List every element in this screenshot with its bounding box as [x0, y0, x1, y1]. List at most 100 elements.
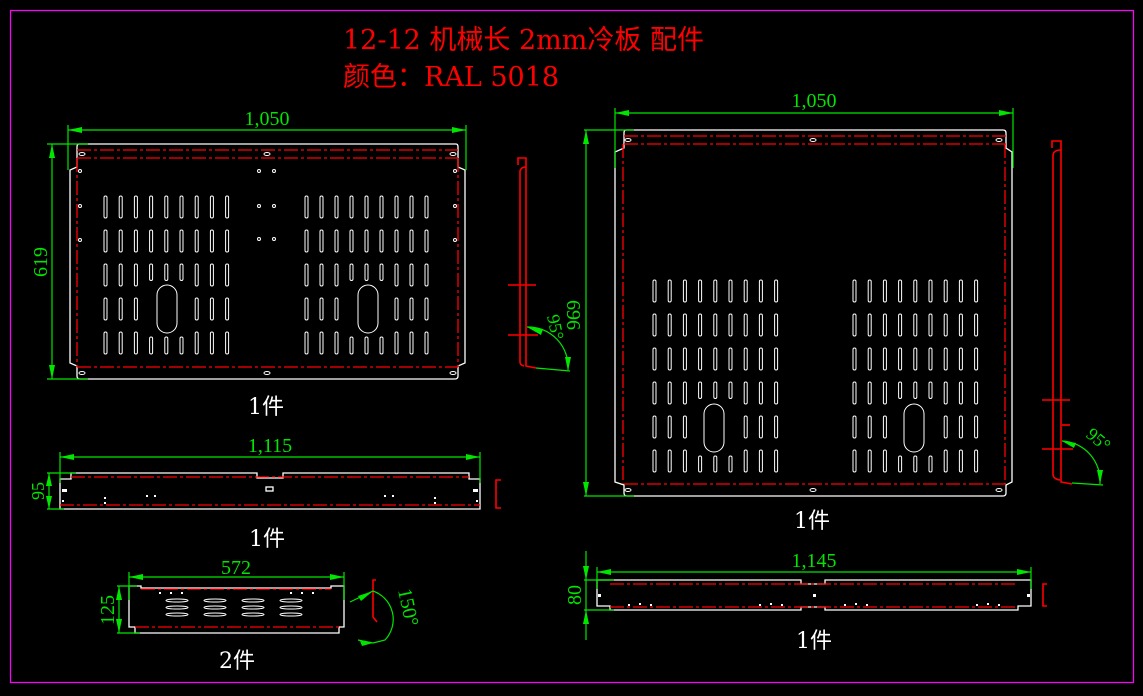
- angle-arc: [349, 590, 394, 644]
- bracket-572-outline: [128, 585, 345, 634]
- vent-slot: [279, 598, 303, 603]
- mount-hole: [78, 204, 82, 208]
- dimension-arrow: [358, 591, 373, 601]
- vent-slot: [974, 279, 979, 303]
- vent-slot: [194, 229, 199, 253]
- dimension-arrow: [583, 130, 589, 144]
- mount-hole: [453, 238, 457, 242]
- vent-slot: [743, 279, 748, 303]
- vent-slot: [667, 313, 672, 337]
- vent-slot: [394, 229, 399, 253]
- vent-slot: [652, 381, 657, 405]
- dimension-arrow: [597, 569, 611, 575]
- vent-slot: [133, 229, 138, 253]
- vent-slot: [958, 381, 963, 405]
- vent-slot: [728, 347, 733, 371]
- vent-slot: [424, 297, 429, 321]
- vent-slot: [809, 488, 817, 492]
- dimension-arrow: [330, 574, 344, 580]
- vent-slot: [103, 263, 108, 287]
- cable-hole: [903, 403, 925, 453]
- vent-slot: [279, 605, 303, 610]
- vent-slot: [682, 449, 687, 473]
- vent-slot: [133, 263, 138, 287]
- vent-slot: [898, 455, 903, 473]
- vent-slot: [241, 598, 265, 603]
- plate-large-outline: [614, 129, 1013, 497]
- dimension-arrow: [49, 365, 55, 379]
- mount-hole: [257, 169, 261, 173]
- vent-slot: [194, 331, 199, 355]
- vent-slot: [852, 381, 857, 405]
- part-strip-1115: 1,115 95 1件: [28, 435, 501, 552]
- vent-slot: [194, 297, 199, 321]
- vent-slot: [409, 229, 414, 253]
- vent-slot: [149, 263, 154, 281]
- dimension-arrow: [583, 610, 589, 624]
- vent-slot: [203, 598, 227, 603]
- vent-slot: [319, 263, 324, 287]
- vent-slot: [179, 229, 184, 253]
- dimension-arrow: [1097, 470, 1103, 484]
- vent-slot: [364, 336, 369, 355]
- vent-slot: [682, 381, 687, 405]
- holes: [62, 489, 478, 504]
- vent-slot: [304, 263, 309, 287]
- vent-slot: [334, 229, 339, 253]
- vent-slot: [334, 331, 339, 355]
- vent-slot: [743, 449, 748, 473]
- vent-slot: [913, 347, 918, 371]
- vent-slot: [449, 152, 457, 156]
- dimension-arrow: [583, 482, 589, 496]
- vent-slot: [118, 331, 123, 355]
- vent-slot: [304, 331, 309, 355]
- vent-slot: [103, 331, 108, 355]
- vent-slot: [698, 279, 703, 303]
- vent-slot: [225, 331, 230, 355]
- vent-slot: [225, 297, 230, 321]
- dimension-arrow: [466, 454, 480, 460]
- title-line-1: 12-12 机械长 2mm冷板 配件: [343, 25, 704, 56]
- cable-hole: [357, 284, 379, 334]
- vent-slot: [379, 263, 384, 281]
- vent-slot: [334, 297, 339, 321]
- plate-large-quantity: 1件: [794, 509, 830, 534]
- bracket-572-quantity: 2件: [219, 649, 255, 674]
- vent-slot: [319, 297, 324, 321]
- vent-slot: [682, 415, 687, 439]
- vent-slot: [774, 381, 779, 405]
- vent-slot: [103, 297, 108, 321]
- vent-slot: [898, 381, 903, 399]
- vent-slot: [652, 415, 657, 439]
- vent-slots: [624, 138, 1003, 492]
- vent-slot: [133, 297, 138, 321]
- vent-slot: [913, 279, 918, 303]
- vent-slot: [698, 455, 703, 473]
- vent-slot: [882, 313, 887, 337]
- vent-slot: [774, 415, 779, 439]
- vent-slot: [263, 152, 271, 156]
- vent-slot: [728, 381, 733, 399]
- vent-slot: [624, 138, 632, 142]
- dimension-arrow: [129, 574, 143, 580]
- vent-slot: [349, 229, 354, 253]
- vent-slot: [974, 415, 979, 439]
- title-line-2: 颜色：RAL 5018: [343, 62, 559, 93]
- vent-slot: [164, 195, 169, 219]
- vent-slot: [304, 195, 309, 219]
- vent-slot: [995, 488, 1003, 492]
- dimension-arrow: [527, 327, 543, 335]
- vent-slot: [103, 195, 108, 219]
- strip-1145-quantity: 1件: [796, 629, 832, 654]
- vent-slot: [682, 313, 687, 337]
- vent-slot: [758, 415, 763, 439]
- vent-slot: [667, 415, 672, 439]
- vent-slot: [279, 612, 303, 617]
- vent-slot: [179, 195, 184, 219]
- mount-hole: [257, 204, 261, 208]
- vent-slot: [728, 313, 733, 337]
- strip-1115-width-dim: 1,115: [248, 435, 292, 457]
- vent-slot: [928, 455, 933, 473]
- part-plate-large: 1,050 696 1件: [562, 90, 1014, 534]
- vent-slot: [118, 263, 123, 287]
